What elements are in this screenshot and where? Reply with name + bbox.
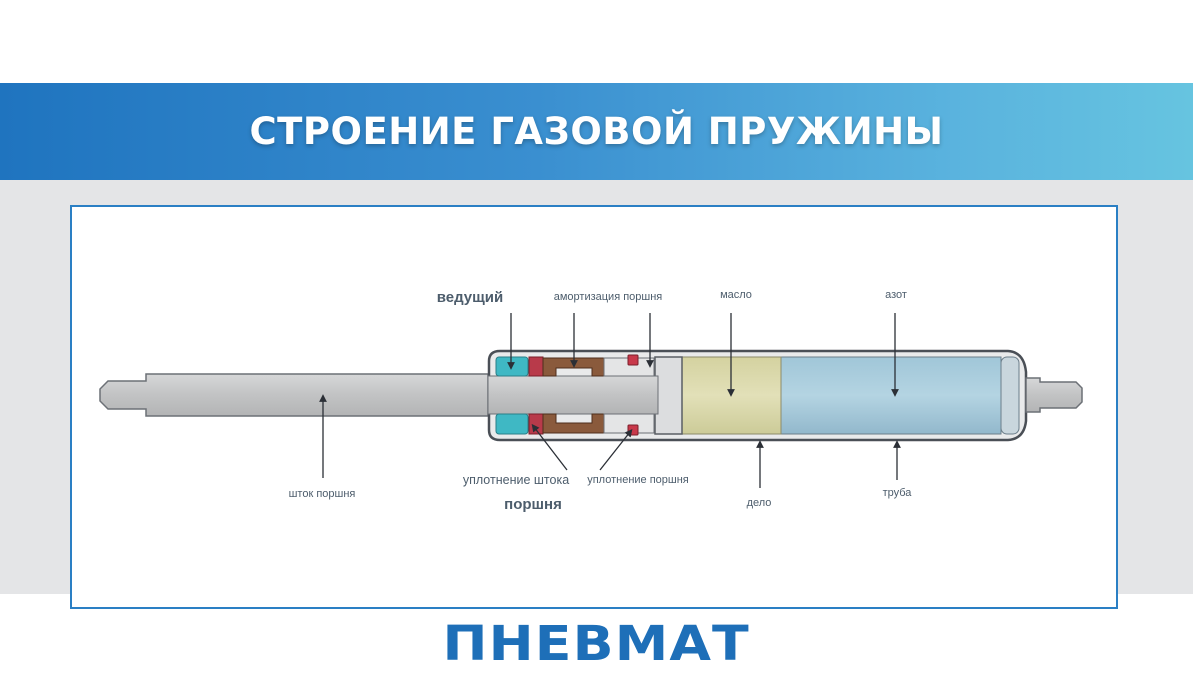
rod-seal-top [528, 356, 544, 377]
label-piston-seal: уплотнение поршня [587, 474, 689, 486]
label-body: дело [747, 497, 772, 509]
inner-rod [487, 375, 659, 415]
nitrogen-chamber [780, 356, 1002, 435]
guide-top [495, 356, 529, 377]
label-piston-rod: шток поршня [289, 488, 356, 500]
label-piston: поршня [504, 496, 562, 513]
header-banner: СТРОЕНИЕ ГАЗОВОЙ ПРУЖИНЫ [0, 83, 1193, 180]
brand-logo: ПНЕВМАТ [0, 616, 1193, 672]
tube-end-cap [1000, 356, 1020, 435]
piston-block [654, 356, 683, 435]
arrow-rod-seal [531, 423, 568, 471]
brand-logo-text: ПНЕВМАТ [442, 616, 751, 672]
label-oil: масло [720, 289, 752, 301]
piston-seal-top [627, 354, 639, 366]
rod-seal-bottom [528, 413, 544, 435]
label-piston-damping: амортизация поршня [554, 291, 663, 303]
label-nitrogen: азот [885, 289, 907, 301]
label-rod-seal: уплотнение штока [463, 473, 569, 487]
end-fitting [1025, 377, 1083, 413]
arrow-piston-seal [599, 428, 633, 471]
guide-bottom [495, 413, 529, 435]
label-guide: ведущий [437, 289, 504, 306]
label-tube: труба [883, 487, 913, 499]
damping-bottom [542, 413, 605, 434]
piston-rod [99, 373, 489, 417]
page-title: СТРОЕНИЕ ГАЗОВОЙ ПРУЖИНЫ [249, 110, 944, 153]
